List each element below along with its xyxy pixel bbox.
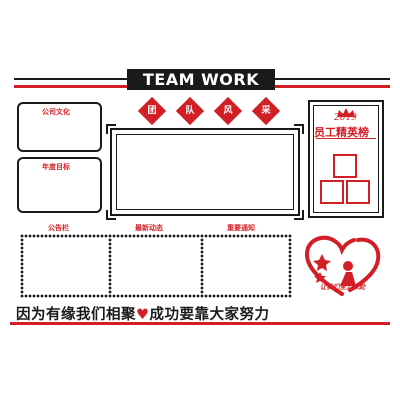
emblem-text: 让我们全力以赴 [320,283,366,291]
section-top-dots [20,234,290,238]
top-right-rule [275,78,390,80]
banner-diamond-3: 风 [213,96,243,126]
employee-board-frame [308,100,384,218]
frame-corner-tl [106,124,116,134]
board-photo-top [333,154,357,178]
board-year: 2019 [334,113,357,123]
section-bottom-dots [20,294,290,298]
notice-label: 公告栏 [48,224,69,232]
crown-icon [336,103,356,117]
board-label: 员工精英榜 [314,126,369,139]
banner-diamond-4: 采 [251,96,281,126]
frame-corner-tr [294,124,304,134]
slogan: 因为有缘我们相聚♥成功要靠大家努力 [16,303,388,323]
section-divider-1 [20,234,24,298]
banner-char-3: 风 [223,106,233,116]
frame-corner-br [294,210,304,220]
team-photo-frame [110,128,300,216]
board-photo-right [346,180,370,204]
banner-char-2: 队 [185,106,195,116]
news-label: 最新动态 [135,224,163,232]
announcement-label: 重要通知 [227,224,255,232]
heart-emblem-icon [300,232,384,298]
section-divider-3 [200,234,204,298]
team-photo-frame-inner [116,134,294,210]
page-title: TEAM WORK [127,69,275,90]
top-left-rule [14,78,127,80]
heart-icon: ♥ [136,307,150,323]
banner-char-1: 团 [147,106,157,116]
employee-board-inner [313,105,379,213]
board-underline [316,138,376,139]
bottom-red-rule [10,322,390,325]
slogan-left: 因为有缘我们相聚 [16,307,136,323]
board-photo-left [320,180,344,204]
frame-corner-bl [106,210,116,220]
culture-label-overlay: 公司文化 [40,107,72,117]
banner-diamond-1: 团 [137,96,167,126]
banner-diamond-2: 队 [175,96,205,126]
banner-char-4: 采 [261,106,271,116]
goal-label: 年度目标 [40,162,72,172]
slogan-right: 成功要靠大家努力 [149,307,270,323]
section-divider-4 [288,234,292,298]
section-divider-2 [108,234,112,298]
